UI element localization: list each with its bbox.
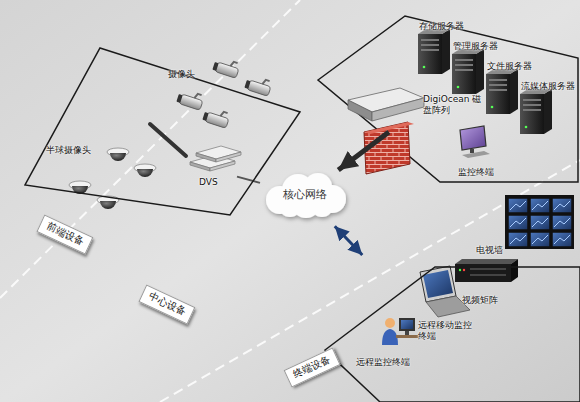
device-label: 电视墙 <box>476 245 503 256</box>
video-matrix-icon <box>455 259 518 264</box>
node-label: DigiOcean 磁盘阵列 <box>423 94 483 117</box>
tv-wall-icon <box>508 198 528 213</box>
remote-terminal-icon <box>382 318 418 345</box>
label-holder: 半球摄像头 <box>46 138 91 157</box>
servers <box>452 49 484 94</box>
device-label: 远程移动监控终端 <box>418 320 474 343</box>
dvs-device: DVS <box>185 148 237 191</box>
dome-cameras <box>69 148 156 209</box>
remote-terminal-icon <box>382 329 398 345</box>
cameras <box>212 56 240 78</box>
tv-wall-icon <box>552 198 572 213</box>
connector <box>338 132 389 170</box>
dashed-divider <box>160 160 580 402</box>
device-label: 流媒体服务器 <box>521 81 575 92</box>
remote-terminal-icon <box>385 318 395 328</box>
disk-array-icon <box>348 88 424 121</box>
label-holder: 监控终端 <box>458 160 494 179</box>
label-holder: 远程移动监控终端 <box>418 320 474 343</box>
remote-terminal-icon <box>399 318 415 331</box>
zone-title: 中心设备 <box>139 284 196 324</box>
dvs-boxes <box>216 152 241 162</box>
label-holder: 电视墙 <box>476 238 503 257</box>
video-matrix-icon <box>511 259 518 282</box>
device-label: 管理服务器 <box>453 41 498 52</box>
remote-terminal-icon <box>396 335 418 338</box>
dashed-divider <box>0 0 300 298</box>
tv-wall-icon <box>530 198 550 213</box>
label-holder: 存储服务器 <box>419 14 464 33</box>
dvs-boxes <box>190 146 241 171</box>
device-label: 视频矩阵 <box>462 295 498 306</box>
tv-wall-icon <box>508 232 528 247</box>
servers <box>520 89 552 134</box>
cameras <box>176 56 272 128</box>
cameras <box>176 88 204 110</box>
video-matrix-icon <box>470 274 506 276</box>
device-label: 半球摄像头 <box>46 145 91 156</box>
region-outline <box>325 267 580 402</box>
dvs-boxes <box>190 162 210 171</box>
region-title: 终端设备 <box>284 347 341 387</box>
label-holder: 流媒体服务器 <box>521 74 575 93</box>
cable-pipe <box>150 124 186 156</box>
video-matrix-icon <box>470 268 506 270</box>
tv-wall-icon <box>505 195 574 249</box>
video-matrix-icon <box>455 259 518 282</box>
device-label: 存储服务器 <box>419 21 464 32</box>
disk-array-icon <box>348 100 372 121</box>
region-title: 前端设备 <box>37 214 94 254</box>
label-holder: 中心设备 <box>140 292 194 314</box>
laptop-icon <box>423 270 453 298</box>
monitor-terminal-icon <box>460 126 486 150</box>
network-cloud: 核心网络 <box>260 170 350 220</box>
node-label: DVS <box>199 177 218 188</box>
label-holder: 视频矩阵 <box>462 288 498 307</box>
monitor-terminal-icon <box>462 151 490 158</box>
monitor-terminal-icon <box>470 149 474 153</box>
label-holder: 远程监控终端 <box>356 350 410 369</box>
connector <box>335 226 363 255</box>
device-label: 监控终端 <box>458 167 494 178</box>
label-holder: 摄像头 <box>168 62 195 81</box>
tv-wall-icon <box>552 232 572 247</box>
dome-cameras <box>107 148 129 161</box>
cameras <box>244 74 272 96</box>
tv-wall-icon <box>530 232 550 247</box>
video-matrix-icon <box>463 269 465 271</box>
region-outline <box>25 48 300 215</box>
connector <box>237 177 260 183</box>
monitor-terminal-icon <box>460 126 490 158</box>
tv-wall-icon <box>552 215 572 230</box>
tv-wall-icon <box>530 215 550 230</box>
disk-array: DigiOcean 磁盘阵列 <box>345 92 486 132</box>
center-region-outline <box>318 16 578 182</box>
laptop-icon <box>420 266 456 302</box>
cloud-shape <box>266 173 346 218</box>
dvs-boxes <box>210 161 235 171</box>
disk-array-icon <box>372 98 424 121</box>
device-label: 摄像头 <box>168 69 195 80</box>
device-label: 远程监控终端 <box>356 357 410 368</box>
cameras <box>202 106 230 128</box>
video-matrix-icon <box>459 269 461 271</box>
remote-terminal-icon <box>405 331 409 335</box>
servers <box>486 69 518 114</box>
device-label: 文件服务器 <box>487 61 532 72</box>
remote-terminal-icon <box>401 320 413 329</box>
label-holder: 文件服务器 <box>487 54 532 73</box>
tv-wall-icon <box>508 215 528 230</box>
tv-wall-icon <box>505 195 574 249</box>
label-holder: 管理服务器 <box>453 34 498 53</box>
dome-cameras <box>134 164 156 177</box>
dvs-boxes <box>196 153 216 162</box>
servers <box>418 29 450 74</box>
node-label: 核心网络 <box>283 188 327 202</box>
laptop-icon <box>420 266 470 317</box>
